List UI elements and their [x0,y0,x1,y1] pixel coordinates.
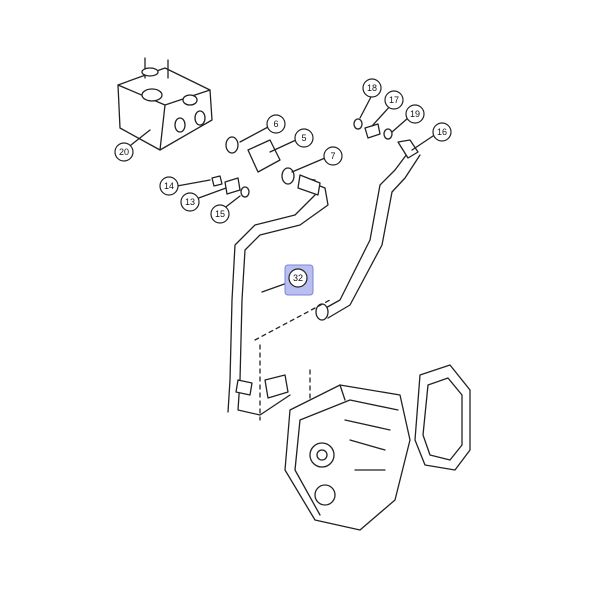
svg-text:13: 13 [185,197,195,207]
svg-text:14: 14 [164,181,174,191]
svg-text:15: 15 [215,209,225,219]
pump [284,384,411,531]
svg-text:19: 19 [410,109,420,119]
callout-5[interactable]: 5 [294,128,314,148]
valve-block [117,57,213,151]
callout-14[interactable]: 14 [159,176,179,196]
callout-6[interactable]: 6 [266,114,286,134]
svg-text:32: 32 [293,273,303,283]
callout-13[interactable]: 13 [180,192,200,212]
callout-17[interactable]: 17 [384,90,404,110]
callout-16[interactable]: 16 [432,122,452,142]
callout-19[interactable]: 19 [405,104,425,124]
svg-text:6: 6 [273,119,278,129]
svg-text:20: 20 [119,147,129,157]
svg-text:16: 16 [437,127,447,137]
svg-text:17: 17 [389,95,399,105]
callout-15[interactable]: 15 [210,204,230,224]
gasket [414,364,471,471]
svg-text:18: 18 [367,83,377,93]
callout-7[interactable]: 7 [323,146,343,166]
callout-32-highlighted[interactable]: 32 [284,264,314,296]
svg-text:7: 7 [330,151,335,161]
svg-text:5: 5 [301,133,306,143]
callout-18[interactable]: 18 [362,78,382,98]
callout-20[interactable]: 20 [114,142,134,162]
